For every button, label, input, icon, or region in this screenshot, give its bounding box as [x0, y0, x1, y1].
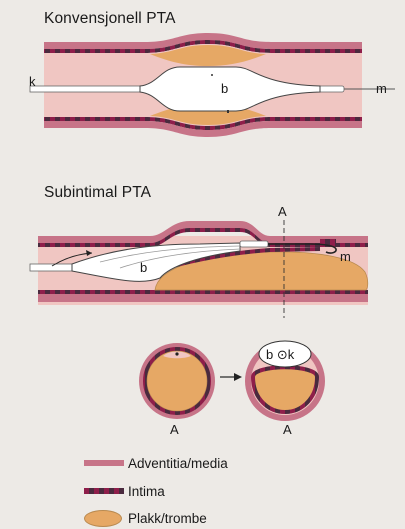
balloon-labels-cross-section: b ⊙k [266, 347, 295, 362]
legend-label-intima: Intima [128, 484, 165, 499]
label-a-top: A [278, 204, 287, 219]
conventional-catheter [30, 86, 140, 92]
cross-section-before [139, 343, 215, 419]
label-b-subintimal: b [140, 260, 147, 275]
subintimal-catheter [30, 264, 72, 271]
label-m-conventional: m [376, 81, 387, 96]
cross-section-arrow [220, 373, 242, 381]
adventitia-swatch [84, 454, 124, 472]
label-a-right: A [283, 422, 292, 437]
legend-label-adventitia: Adventitia/media [128, 456, 228, 471]
legend-label-plaque: Plakk/trombe [128, 511, 207, 526]
label-m-subintimal: m [340, 249, 351, 264]
legend-item-adventitia: Adventitia/media [84, 454, 228, 472]
legend-item-intima: Intima [84, 482, 165, 500]
label-a-left: A [170, 422, 179, 437]
intima-swatch [84, 482, 124, 500]
plaque-swatch [84, 509, 124, 527]
legend-item-plaque: Plakk/trombe [84, 509, 207, 527]
label-k: k [29, 74, 36, 89]
conventional-catheter-tip [318, 86, 344, 92]
subintimal-catheter-tip [240, 241, 268, 247]
label-b-conventional: b [221, 81, 228, 96]
